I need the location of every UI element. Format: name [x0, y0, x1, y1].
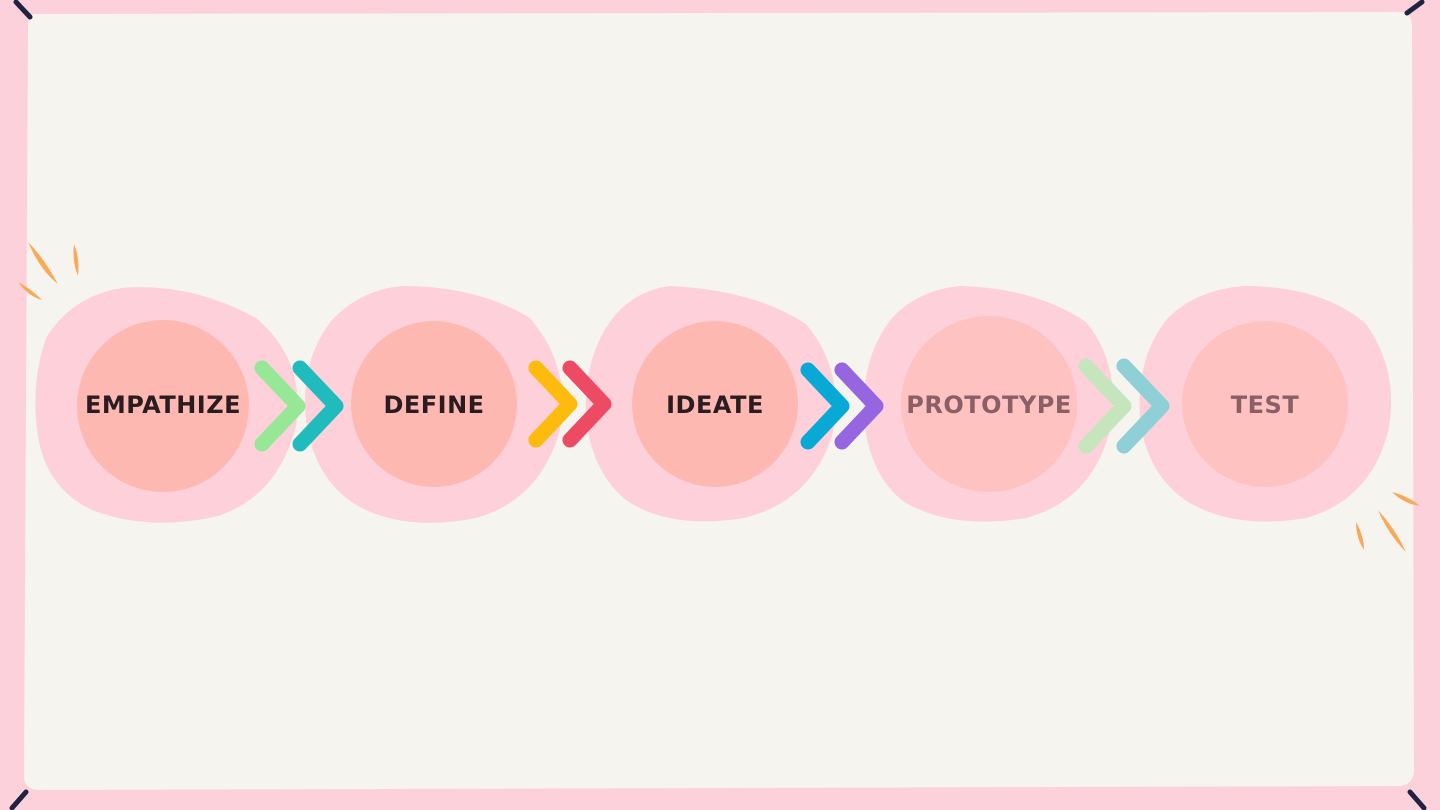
corner-tick-bottom-left — [9, 789, 29, 810]
step-label-ideate: IDEATE — [666, 391, 764, 419]
empathize-circle — [77, 320, 249, 492]
chevron-right-icon — [562, 360, 612, 448]
connector-define-ideate — [528, 360, 612, 448]
step-label-empathize: EMPATHIZE — [84, 391, 242, 419]
chevron-right-icon — [254, 360, 306, 452]
corner-tick-top-right — [1404, 0, 1425, 16]
connector-ideate-prototype — [800, 362, 884, 450]
define-circle — [351, 321, 517, 487]
chevron-right-icon — [1078, 358, 1132, 454]
chevron-right-icon — [800, 362, 850, 450]
test-circle — [1182, 321, 1348, 487]
corner-tick-top-left — [13, 0, 33, 20]
sparkle-top-left — [18, 242, 79, 300]
corner-tick-bottom-right — [1407, 789, 1427, 810]
chevron-right-icon — [528, 360, 578, 448]
ideate-circle — [632, 321, 798, 487]
sparkle-bottom-right — [1356, 492, 1420, 552]
chevron-right-icon — [292, 360, 344, 452]
step-label-test: TEST — [1230, 391, 1300, 419]
chevron-right-icon — [834, 362, 884, 450]
chevron-right-icon — [1116, 358, 1170, 454]
step-label-define: DEFINE — [383, 391, 485, 419]
connector-prototype-test — [1078, 358, 1170, 454]
step-label-prototype: PROTOTYPE — [906, 391, 1072, 419]
prototype-circle — [901, 316, 1077, 492]
connector-empathize-define — [254, 360, 344, 452]
